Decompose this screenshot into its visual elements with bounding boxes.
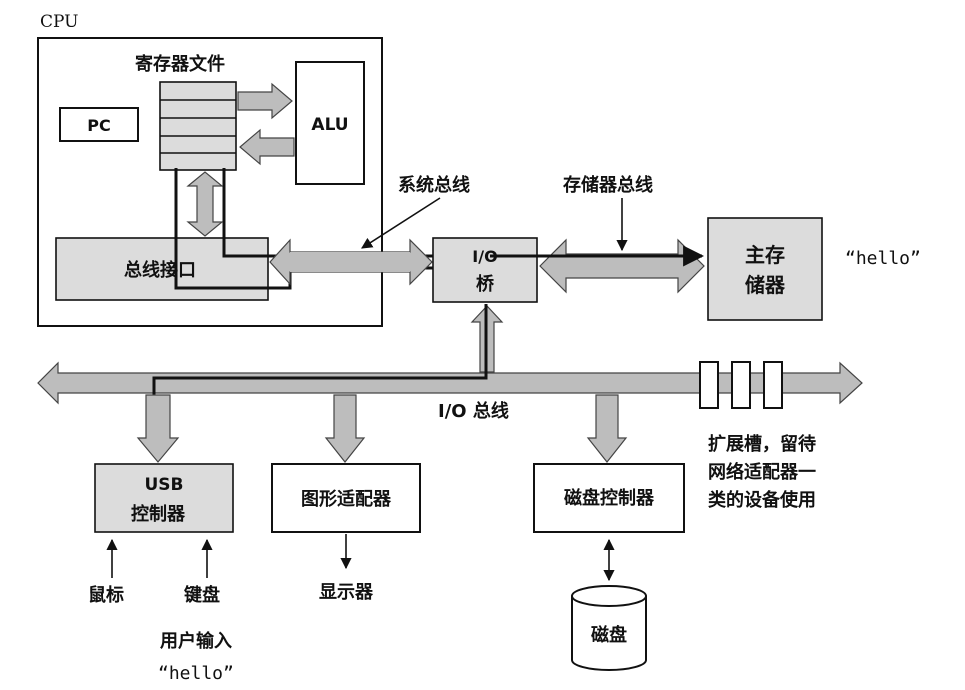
main-memory-content: “hello” [845,248,921,269]
usb-controller-label-2: 控制器 [131,503,186,525]
main-memory-box [707,217,823,321]
bus-interface-label: 总线接口 [124,259,196,281]
graphics-drop-arrow [324,394,366,463]
mouse-label: 鼠标 [88,584,124,606]
main-memory-label-1: 主存 [745,243,785,267]
usb-controller-box [94,463,234,533]
display-label: 显示器 [319,582,374,603]
disk-drop-arrow [586,394,628,463]
disk-label: 磁盘 [591,624,627,646]
io-bridge-label-2: 桥 [476,273,495,295]
expansion-slots [699,361,783,409]
keyboard-label: 键盘 [183,584,220,606]
memory-bus-label: 存储器总线 [563,174,653,196]
io-bridge-box [432,237,538,303]
graphics-adapter-box [271,463,421,533]
graphics-adapter-label: 图形适配器 [301,489,392,510]
expansion-slots-label-3: 类的设备使用 [708,489,816,511]
io-bus-label: I/O 总线 [438,400,509,422]
disk-cylinder [571,585,647,671]
disk-controller-box [533,463,685,533]
regfile-businterface-arrow [186,171,224,237]
alu-label: ALU [311,115,348,135]
disk-controller-label: 磁盘控制器 [564,487,655,509]
system-bus-body [290,252,410,272]
regfile-to-alu-arrow [237,82,293,120]
pc-register [59,107,139,142]
io-bus [37,361,863,405]
alu-box [295,61,365,185]
main-memory-label-2: 储器 [745,273,786,297]
system-bus-label: 系统总线 [398,174,470,196]
user-input-label-2: “hello” [158,663,234,684]
io-bridge-label-1: I/O [472,247,497,266]
register-file-label: 寄存器文件 [135,53,225,75]
user-input-label-1: 用户输入 [160,630,232,652]
usb-drop-arrow [136,394,180,463]
expansion-slots-label-1: 扩展槽，留待 [708,433,816,455]
cpu-label: CPU [40,12,78,32]
system-bus-pointer [361,197,441,249]
register-file [159,81,237,171]
bus-interface-box [55,237,269,301]
usb-controller-label-1: USB [144,475,183,495]
alu-to-regfile-arrow [239,128,295,166]
expansion-slots-label-2: 网络适配器一 [708,461,816,483]
pc-label: PC [87,116,110,135]
